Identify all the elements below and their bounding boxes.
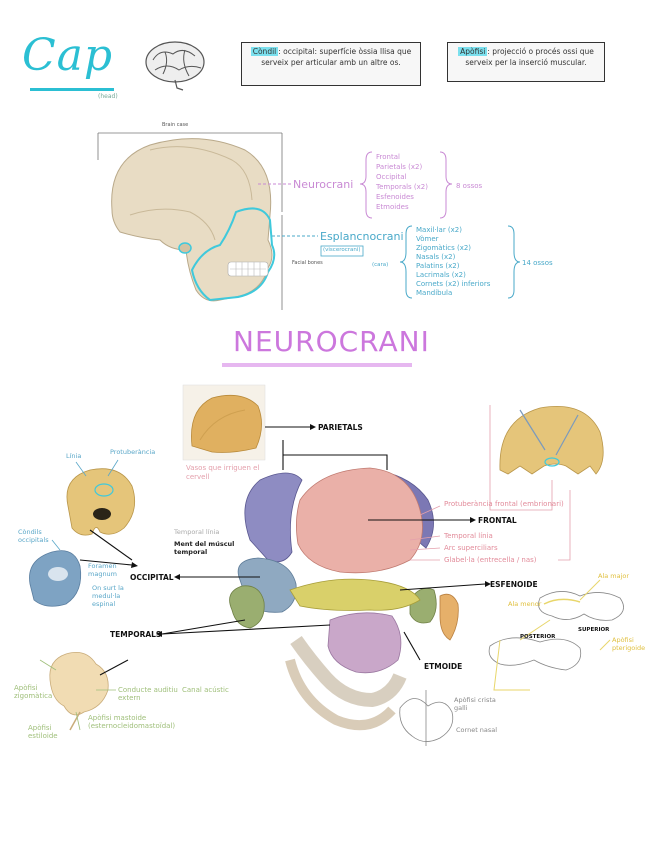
esplancnocrani-sub2: (cara) bbox=[372, 262, 389, 268]
brain-case-label: Brain case bbox=[162, 122, 189, 128]
title-underline bbox=[222, 363, 412, 367]
label-occipital: OCCIPITAL bbox=[130, 573, 174, 582]
frontal-note-3: Arc superciliars bbox=[444, 544, 498, 552]
section-title: NEUROCRANI bbox=[233, 325, 430, 358]
temporal-muscle-note: Ment del múscul temporal bbox=[174, 540, 235, 556]
label-etmoide: ETMOIDE bbox=[424, 662, 463, 671]
temporal-bone-illustration bbox=[49, 651, 109, 731]
ethmoid-note-crista: Apòfisi crista galli bbox=[454, 696, 496, 712]
sphenoid-superior: SUPERIOR bbox=[578, 627, 610, 633]
neurocrani-label: Neurocrani bbox=[293, 178, 354, 191]
logo-cap: Cap bbox=[22, 30, 114, 81]
sphenoid-note-major: Ala major bbox=[598, 572, 630, 580]
note-condyle: Còndil: occipital: superfície òssia llis… bbox=[241, 42, 421, 86]
occipital-top-line: Línia bbox=[66, 452, 82, 460]
esplancnocrani-bone-list: Maxil·lar (x2) Vòmer Zigomàtics (x2) Nas… bbox=[416, 226, 491, 297]
label-temporals: TEMPORALS bbox=[110, 630, 162, 639]
neurocrani-count: 8 ossos bbox=[456, 182, 483, 190]
occipital-top-protuberance: Protuberància bbox=[110, 448, 156, 456]
logo-underline bbox=[30, 88, 114, 91]
occipital-note-spine: On surt la medul·la espinal bbox=[92, 584, 124, 608]
label-arrows bbox=[79, 426, 486, 676]
temporal-note-canal: Canal acústic bbox=[182, 686, 229, 694]
frontal-note-2: Temporal línia bbox=[444, 532, 493, 540]
occipital-note-lines bbox=[51, 459, 119, 551]
occipital-note-condyles: Còndils occipitals bbox=[18, 528, 49, 544]
frontal-note-1: Protuberància frontal (embrionari) bbox=[444, 500, 564, 508]
label-parietals: PARIETALS bbox=[318, 423, 363, 432]
sphenoid-illustration bbox=[488, 591, 624, 671]
label-frontal: FRONTAL bbox=[478, 516, 517, 525]
temporal-note-zygomatic: Apòfisi zigomàtica bbox=[14, 684, 53, 700]
sphenoid-note-pterygoid: Apòfisi pterigoide bbox=[612, 636, 646, 652]
frontal-bone-illustration bbox=[482, 395, 607, 485]
label-arrowheads bbox=[131, 424, 491, 637]
sphenoid-posterior: POSTERIOR bbox=[520, 634, 556, 640]
frontal-note-4: Glabel·la (entrecella / nas) bbox=[444, 556, 537, 564]
esplancnocrani-count: 14 ossos bbox=[522, 259, 553, 267]
sphenoid-note-lines bbox=[493, 579, 611, 691]
exploded-skull-illustration bbox=[229, 467, 459, 731]
temporal-line-note: Temporal línia bbox=[174, 528, 220, 536]
parietal-bone-illustration bbox=[182, 384, 266, 461]
temporal-note-mastoid: Apòfisi mastoide (esternocleidomastoïdal… bbox=[88, 714, 176, 730]
temporal-note-styloid: Apòfisi estiloide bbox=[28, 724, 58, 740]
temporal-note-lines bbox=[39, 659, 116, 731]
ethmoid-illustration bbox=[399, 690, 454, 746]
temporal-note-auditory: Conducte auditiu extern bbox=[118, 686, 178, 702]
ethmoid-note-cornet: Cornet nasal bbox=[456, 726, 498, 734]
note-apophysis: Apòfisi: projecció o procés ossi que ser… bbox=[447, 42, 605, 82]
sphenoid-note-minor: Ala menor bbox=[508, 600, 542, 608]
facial-bones-label: Facial bones bbox=[292, 260, 323, 266]
skull-lateral-illustration bbox=[97, 132, 283, 310]
neurocrani-bone-list: Frontal Parietals (x2) Occipital Tempora… bbox=[376, 153, 428, 211]
parietal-note: Vasos que irriguen el cervell bbox=[186, 464, 260, 481]
brain-icon bbox=[145, 41, 205, 91]
frontal-note-lines bbox=[409, 405, 571, 561]
logo-subtitle: (head) bbox=[98, 93, 118, 100]
occipital-bone-illustration bbox=[29, 468, 136, 607]
label-esfenoide: ESFENOIDE bbox=[490, 580, 538, 589]
esplancnocrani-label: Esplancnocrani bbox=[320, 230, 404, 243]
esplancnocrani-sub1: (viscerocrani) bbox=[323, 247, 361, 253]
occipital-note-foramen: Foramen magnum bbox=[88, 562, 118, 578]
